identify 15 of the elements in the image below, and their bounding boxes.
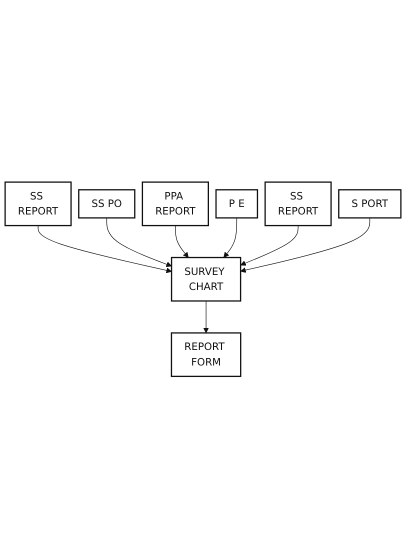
arrow xyxy=(175,225,189,258)
arrow xyxy=(38,225,172,273)
node-box: PPA REPORT xyxy=(142,181,209,226)
node-box: S PORT xyxy=(338,188,402,218)
arrow xyxy=(240,217,370,273)
arrow xyxy=(106,217,172,267)
node-box: SS REPORT xyxy=(264,181,332,226)
node-box: SS PO xyxy=(78,188,136,218)
node-box: P E xyxy=(215,188,258,218)
node-box: REPORT FORM xyxy=(170,332,242,377)
node-box: SS REPORT xyxy=(4,181,72,226)
arrow xyxy=(240,225,298,266)
arrow xyxy=(224,217,238,258)
arrow xyxy=(203,300,209,333)
node-box: SURVEY CHART xyxy=(170,256,242,302)
